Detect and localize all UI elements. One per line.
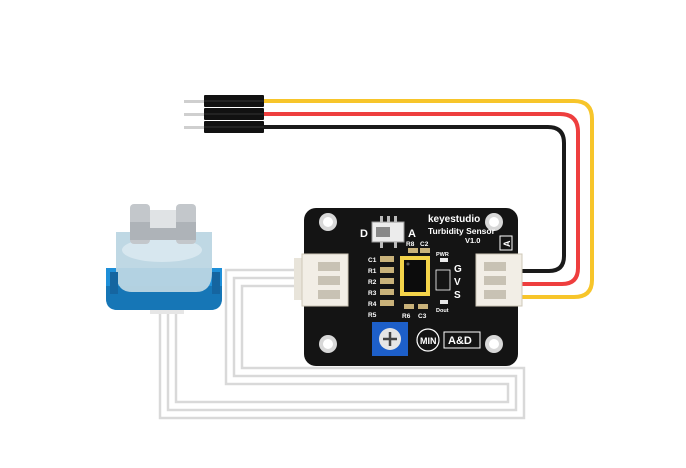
switch-label-d: D bbox=[360, 228, 368, 240]
sensitivity-potentiometer bbox=[372, 322, 408, 356]
label-c2: C2 bbox=[420, 241, 429, 248]
label-c3: C3 bbox=[418, 313, 427, 320]
dupont-header bbox=[184, 95, 264, 133]
label-r5: R5 bbox=[368, 312, 377, 319]
label-r6: R6 bbox=[402, 313, 411, 320]
pin-label-g: G bbox=[454, 264, 462, 275]
signal-cable bbox=[260, 99, 594, 299]
label-r3: R3 bbox=[368, 290, 377, 297]
mode-slide-switch bbox=[371, 216, 405, 248]
label-r2: R2 bbox=[368, 279, 377, 286]
sensor-module-board: D A keyestudio Turbidity Sensor V1.0 A G… bbox=[294, 208, 523, 366]
wire-yellow bbox=[260, 99, 594, 299]
brand-label: keyestudio bbox=[428, 214, 480, 225]
board-version-label: V1.0 bbox=[465, 236, 480, 245]
probe-ribbon-cable bbox=[158, 268, 526, 420]
probe-input-connector bbox=[294, 253, 349, 307]
pin-label-v: V bbox=[454, 277, 461, 288]
ic-chip bbox=[400, 256, 430, 296]
smd-components bbox=[380, 248, 451, 309]
dout-led-label: Dout bbox=[436, 308, 449, 314]
output-mark-label: A bbox=[502, 240, 512, 247]
switch-label-a: A bbox=[408, 228, 416, 240]
signal-output-connector bbox=[475, 253, 523, 307]
wire-red bbox=[260, 112, 580, 286]
mounting-holes bbox=[319, 213, 503, 353]
ad-label: A&D bbox=[448, 335, 472, 347]
label-r1: R1 bbox=[368, 268, 377, 275]
pwr-led-label: PWR bbox=[436, 252, 449, 258]
label-r4: R4 bbox=[368, 301, 377, 308]
min-label: MIN bbox=[420, 336, 437, 346]
turbidity-probe bbox=[106, 204, 222, 314]
label-r8: R8 bbox=[406, 241, 415, 248]
label-c1: C1 bbox=[368, 257, 377, 264]
pin-label-s: S bbox=[454, 290, 461, 301]
wire-black bbox=[260, 125, 566, 273]
board-name-label: Turbidity Sensor bbox=[428, 226, 496, 236]
